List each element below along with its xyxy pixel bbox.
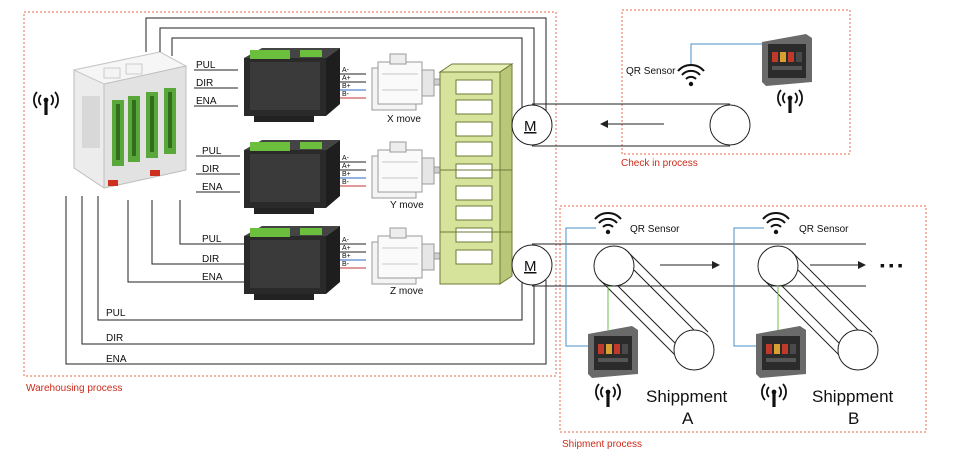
bottom-pul-label: PUL — [106, 308, 126, 319]
bottom-dir-label: DIR — [106, 333, 123, 344]
shipment-arrow-2 — [810, 261, 866, 269]
z-move-label: Z move — [390, 286, 424, 297]
shipment-a-title: Shippment — [646, 387, 728, 406]
x-pin-a-plus: A+ — [342, 75, 351, 82]
plc-motor-upper-wiring — [145, 17, 547, 112]
shipment-qr-sensor-a-icon — [594, 211, 622, 236]
shipment-sensor-b-link — [733, 227, 764, 347]
z-pin-b-minus: B- — [342, 261, 350, 268]
y-pul-label: PUL — [202, 146, 222, 157]
driver-motor-wiring — [340, 73, 366, 269]
driver-signal-wiring — [194, 69, 240, 193]
check-in-qr-sensor-icon — [677, 63, 705, 88]
continuation-dots: ▪ ▪ ▪ — [880, 257, 903, 273]
shipment-arrow-1 — [660, 261, 720, 269]
stepper-motor-x — [371, 53, 441, 111]
bottom-ena-label: ENA — [106, 354, 127, 365]
shipment-conveyor-motor: M — [524, 258, 537, 275]
plc-motor-lower-wiring — [65, 196, 547, 365]
shipment-a-letter: A — [682, 409, 694, 428]
check-in-hmi-wireless-icon — [777, 89, 803, 114]
stepper-motor-y — [371, 141, 441, 199]
warehouse-shelf — [438, 63, 514, 285]
x-move-label: X move — [387, 114, 421, 125]
shipment-a-wireless-icon — [595, 383, 621, 408]
shipment-qr-sensor-b-icon — [762, 211, 790, 236]
check-in-direction-arrow — [600, 120, 664, 128]
plc-controller — [72, 51, 188, 189]
check-in-process-label: Check in process — [621, 158, 698, 169]
z-pin-b-plus: B+ — [342, 253, 351, 260]
stepper-driver-y — [244, 140, 340, 214]
y-ena-label: ENA — [202, 182, 223, 193]
z-dir-label: DIR — [202, 254, 219, 265]
check-in-conveyor-motor: M — [524, 118, 537, 135]
check-in-qr-sensor-label: QR Sensor — [626, 66, 676, 77]
warehousing-process-border — [23, 11, 557, 377]
shipment-qr-sensor-a-label: QR Sensor — [630, 224, 680, 235]
x-pin-b-plus: B+ — [342, 83, 351, 90]
check-in-hmi-panel — [762, 34, 812, 86]
diverter-b — [757, 245, 879, 371]
y-pin-b-plus: B+ — [342, 171, 351, 178]
shipment-main-conveyor — [511, 243, 866, 287]
warehousing-process-label: Warehousing process — [26, 383, 122, 394]
y-move-label: Y move — [390, 200, 424, 211]
shipment-b-letter: B — [848, 409, 859, 428]
stepper-driver-x — [244, 48, 340, 122]
shipment-b-wireless-icon — [761, 383, 787, 408]
shipment-a-hmi-panel — [588, 326, 638, 378]
shipment-b-hmi-panel — [756, 326, 806, 378]
shipment-b-title: Shippment — [812, 387, 894, 406]
x-ena-label: ENA — [196, 96, 217, 107]
check-in-process-border — [621, 9, 851, 155]
stepper-driver-z — [244, 226, 340, 300]
z-pul-label: PUL — [202, 234, 222, 245]
z-ena-label: ENA — [202, 272, 223, 283]
shipment-qr-sensor-b-label: QR Sensor — [799, 224, 849, 235]
check-in-sensor-link — [690, 43, 762, 64]
diverter-a — [593, 245, 715, 371]
shipment-process-label: Shipment process — [562, 439, 642, 450]
stepper-motor-z — [371, 227, 441, 285]
y-pin-a-minus: A- — [342, 155, 350, 162]
z-pin-a-plus: A+ — [342, 245, 351, 252]
y-dir-label: DIR — [202, 164, 219, 175]
x-pin-a-minus: A- — [342, 67, 350, 74]
y-pin-b-minus: B- — [342, 179, 350, 186]
x-dir-label: DIR — [196, 78, 213, 89]
plc-wireless-icon — [33, 91, 59, 116]
z-pin-a-minus: A- — [342, 237, 350, 244]
x-pul-label: PUL — [196, 60, 216, 71]
y-pin-a-plus: A+ — [342, 163, 351, 170]
check-in-conveyor — [511, 103, 751, 147]
x-pin-b-minus: B- — [342, 91, 350, 98]
shipment-sensor-a-link — [565, 227, 596, 347]
